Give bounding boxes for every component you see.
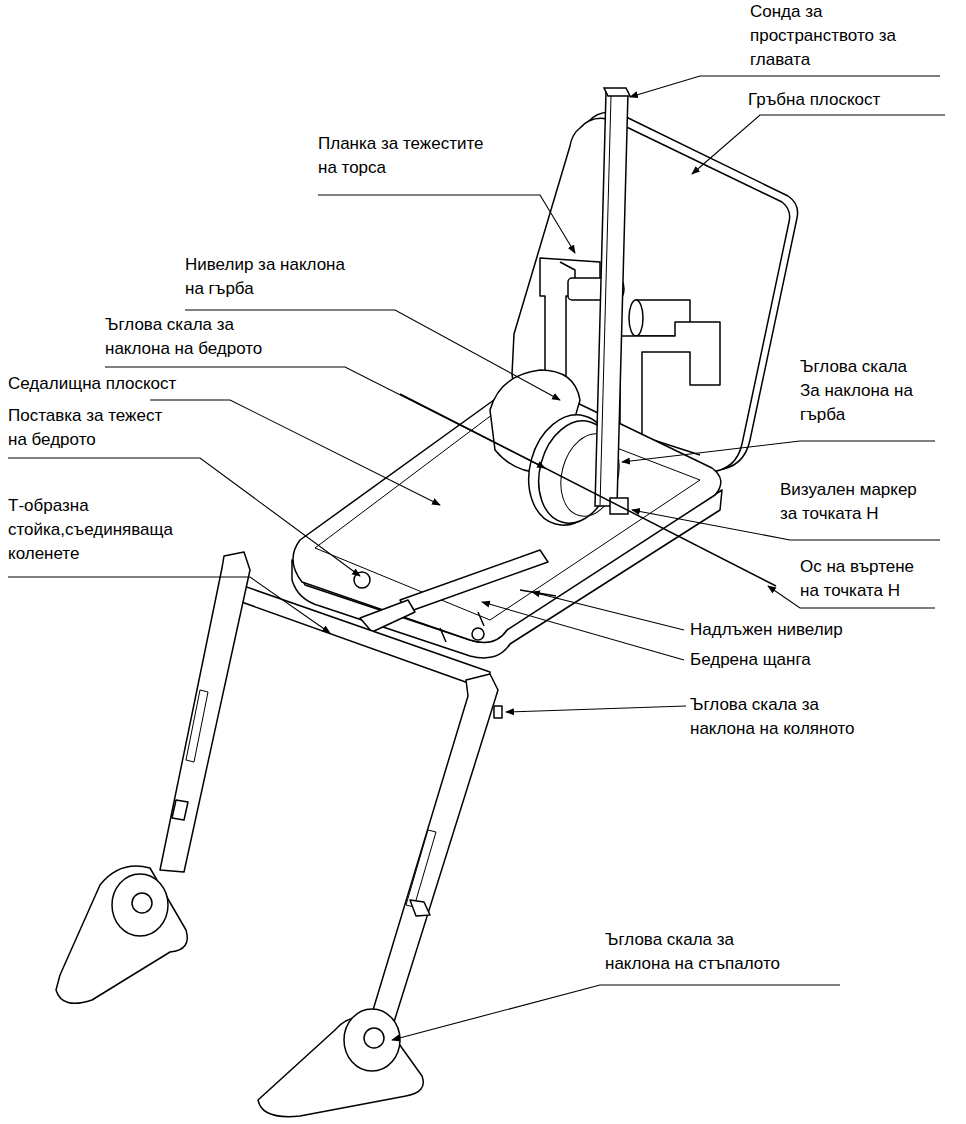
- part-label: Седалищна плоскост: [8, 372, 176, 396]
- leader-lines: [150, 400, 440, 505]
- leader-lines: [532, 592, 684, 630]
- legs: [370, 674, 498, 1022]
- legs: [186, 690, 208, 762]
- leader-lines: [318, 195, 575, 253]
- legs: [160, 552, 502, 1022]
- thigh-bar: [400, 550, 548, 612]
- torso-weights: [629, 300, 643, 336]
- leader-lines: [8, 577, 330, 633]
- leader-lines: [622, 441, 935, 462]
- part-label: Т-образна стойка,съединяваща коленете: [8, 494, 173, 566]
- head-probe: [600, 96, 611, 506]
- part-label: Ъглова скала За наклона на гърба: [800, 355, 913, 427]
- thigh-bar: [236, 584, 490, 690]
- leader-lines: [506, 706, 686, 712]
- part-label: Ъглова скала за наклона на коляното: [690, 693, 855, 741]
- legs: [172, 800, 188, 820]
- part-label: Гръбна плоскост: [748, 88, 880, 112]
- legs: [406, 830, 436, 907]
- thigh-bar: [440, 612, 484, 642]
- feet: [344, 1009, 400, 1071]
- part-label: Поставка за тежест на бедрото: [8, 404, 162, 452]
- part-label: Ъглова скала за наклона на бедрото: [105, 313, 262, 361]
- leader-lines: [8, 76, 945, 1040]
- thigh-bar: [472, 628, 484, 640]
- feet: [364, 1028, 384, 1048]
- thigh-bar: [354, 572, 370, 588]
- part-label: Бедрена щанга: [690, 648, 811, 672]
- part-label: Сонда за пространството за главата: [750, 0, 896, 72]
- part-label: Ъглова скала за наклона на стъпалото: [605, 928, 780, 976]
- leader-lines: [692, 115, 945, 174]
- part-label: Надлъжен нивелир: [690, 618, 843, 642]
- leader-lines: [392, 985, 840, 1040]
- part-label: Планка за тежестите на торса: [318, 132, 483, 180]
- legs: [494, 706, 502, 718]
- part-label: Визуален маркер за точката H: [780, 478, 917, 526]
- legs: [410, 900, 430, 916]
- thigh-bar: [360, 600, 415, 632]
- part-label: Ос на въртене на точката H: [800, 555, 914, 603]
- leader-lines: [8, 458, 360, 576]
- feet: [132, 893, 152, 913]
- feet: [56, 866, 423, 1117]
- leader-lines: [482, 602, 684, 660]
- head-probe: [595, 92, 628, 506]
- part-label: Нивелир за наклона на гърба: [185, 253, 345, 301]
- head-probe: [604, 88, 630, 96]
- legs: [160, 552, 250, 872]
- thigh-bar: [236, 550, 556, 690]
- feet: [56, 866, 187, 1003]
- feet: [112, 874, 168, 936]
- head-probe: [595, 88, 630, 514]
